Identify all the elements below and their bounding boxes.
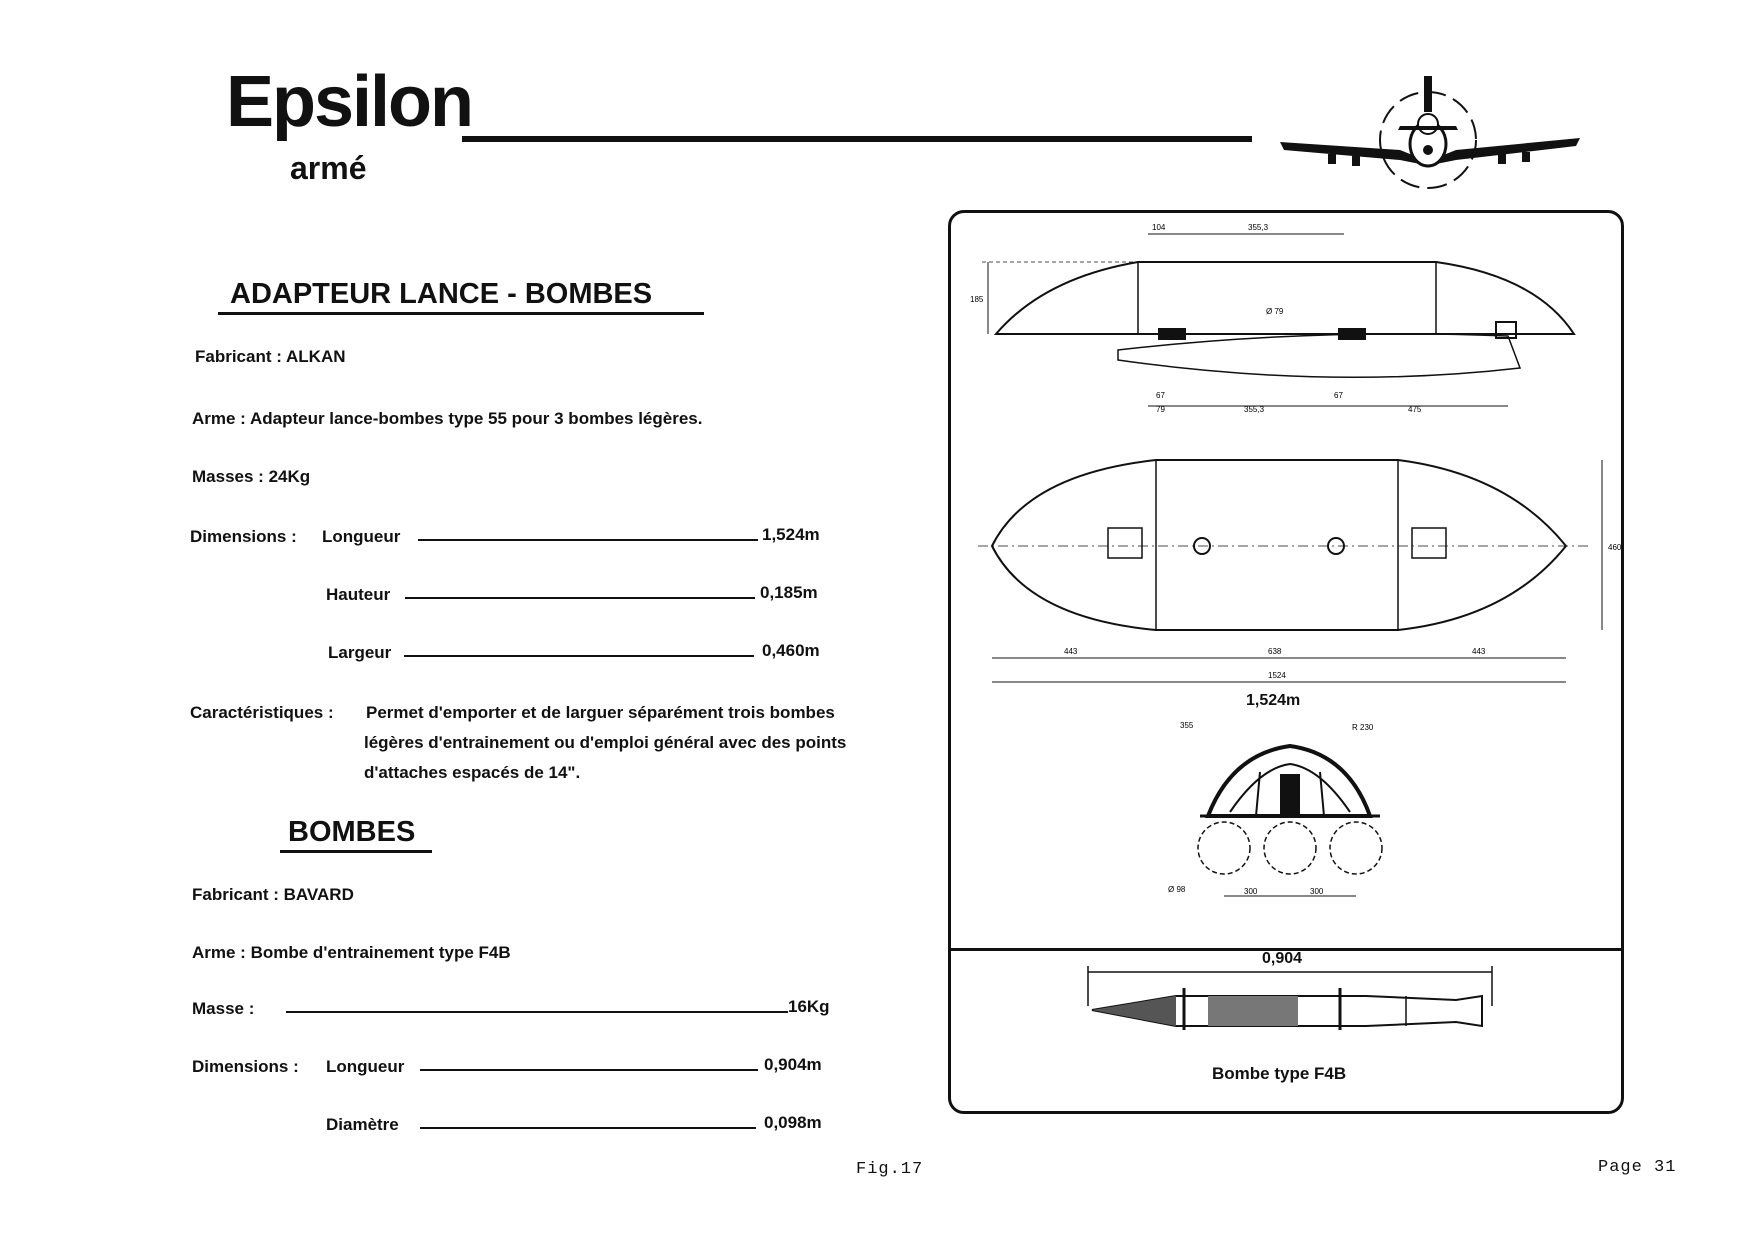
adapter-mass-value: 24Kg [268, 467, 311, 486]
total-length-label: 1,524m [1246, 692, 1301, 709]
side-dim-top-a: 104 [1152, 223, 1166, 232]
front-dim-a: 355 [1180, 721, 1194, 730]
bombs-weapon-value: Bombe d'entrainement type F4B [250, 943, 511, 962]
bombs-heading-underline [280, 850, 432, 853]
adapter-manufacturer-label: Fabricant : [195, 347, 282, 366]
adapter-width-value: 0,460m [762, 641, 820, 660]
adapter-manufacturer-row: Fabricant : ALKAN [195, 346, 346, 367]
adapter-weapon-label: Arme : [192, 409, 246, 428]
adapter-length-label: Longueur [322, 527, 401, 546]
bombs-mass-leader [286, 1011, 788, 1013]
adapter-length-leader [418, 539, 758, 541]
side-dim-top-b: 355,3 [1248, 223, 1269, 232]
adapter-characteristics-line2: légères d'entrainement ou d'emploi génér… [364, 733, 847, 752]
adapter-height-label: Hauteur [326, 585, 391, 604]
bombs-diameter-value: 0,098m [764, 1113, 822, 1132]
front-dim-b: 300 [1244, 887, 1258, 896]
adapter-characteristics-label: Caractéristiques : [190, 703, 334, 722]
brand-subtitle: armé [290, 150, 367, 186]
plan-dim-total: 1524 [1268, 671, 1286, 680]
side-dim-bot-d: 67 [1334, 391, 1343, 400]
adapter-characteristics-line1: Permet d'emporter et de larguer séparéme… [366, 703, 835, 722]
bombs-length-label: Longueur [326, 1057, 405, 1076]
side-dim-bot-b: 79 [1156, 405, 1165, 414]
adapter-mass-label: Masses : [192, 467, 264, 486]
technical-drawing-panel [948, 210, 1624, 1114]
brand-title: Epsilon [226, 62, 474, 142]
adapter-heading: ADAPTEUR LANCE - BOMBES [230, 278, 653, 310]
adapter-length-value: 1,524m [762, 525, 820, 544]
adapter-height-value: 0,185m [760, 583, 818, 602]
plan-view-drawing: 443 638 443 1524 460 [978, 459, 1622, 683]
adapter-width-label: Largeur [328, 643, 392, 662]
front-dim-d: Ø 98 [1168, 885, 1186, 894]
bombs-diameter-label: Diamètre [326, 1115, 399, 1134]
bomb-caption: Bombe type F4B [1212, 1064, 1347, 1083]
bombs-manufacturer-value: BAVARD [283, 885, 354, 904]
bombs-dimensions-label: Dimensions : [192, 1057, 299, 1076]
front-view-drawing: 355 300 300 Ø 98 R 230 [1168, 721, 1383, 897]
adapter-weapon-value: Adapteur lance-bombes type 55 pour 3 bom… [249, 409, 703, 428]
adapter-characteristics-line3: d'attaches espacés de 14". [364, 763, 581, 782]
adapter-dimensions-label: Dimensions : [190, 527, 297, 546]
plan-dim-width: 460 [1608, 543, 1622, 552]
side-view-drawing: 104 355,3 185 Ø 79 67 79 355,3 67 475 [970, 223, 1576, 414]
side-dim-height: 185 [970, 295, 984, 304]
plan-dim-left: 443 [1064, 647, 1078, 656]
bomb-length-label: 0,904 [1262, 950, 1303, 967]
bombs-heading: BOMBES [288, 816, 416, 848]
adapter-height-leader [405, 597, 755, 599]
bombs-length-value: 0,904m [764, 1055, 822, 1074]
front-dim-c: 300 [1310, 887, 1324, 896]
plan-dim-mid: 638 [1268, 647, 1282, 656]
side-dim-bot-a: 67 [1156, 391, 1165, 400]
airplane-logo-icon [1270, 68, 1600, 203]
bombs-manufacturer-label: Fabricant : [192, 885, 279, 904]
bombs-diameter-leader [420, 1127, 756, 1129]
panel-divider [948, 948, 1624, 951]
adapter-weapon-row: Arme : Adapteur lance-bombes type 55 pou… [192, 408, 702, 429]
bomb-drawing [1087, 966, 1493, 1030]
side-dim-inner: Ø 79 [1266, 307, 1284, 316]
bombs-weapon-label: Arme : [192, 943, 246, 962]
title-rule [462, 136, 1252, 142]
side-dim-bot-c: 355,3 [1244, 405, 1265, 414]
adapter-mass-row: Masses : 24Kg [192, 466, 310, 487]
front-dim-e: R 230 [1352, 723, 1374, 732]
page-number: Page 31 [1598, 1158, 1677, 1177]
adapter-manufacturer-value: ALKAN [286, 347, 346, 366]
bombs-weapon-row: Arme : Bombe d'entrainement type F4B [192, 942, 511, 963]
bombs-length-leader [420, 1069, 758, 1071]
adapter-heading-underline [218, 312, 704, 315]
bombs-manufacturer-row: Fabricant : BAVARD [192, 884, 354, 905]
plan-dim-right: 443 [1472, 647, 1486, 656]
side-dim-bot-e: 475 [1408, 405, 1422, 414]
bombs-mass-label: Masse : [192, 999, 255, 1018]
adapter-width-leader [404, 655, 754, 657]
bombs-mass-value: 16Kg [788, 997, 830, 1016]
figure-label: Fig.17 [856, 1160, 924, 1179]
